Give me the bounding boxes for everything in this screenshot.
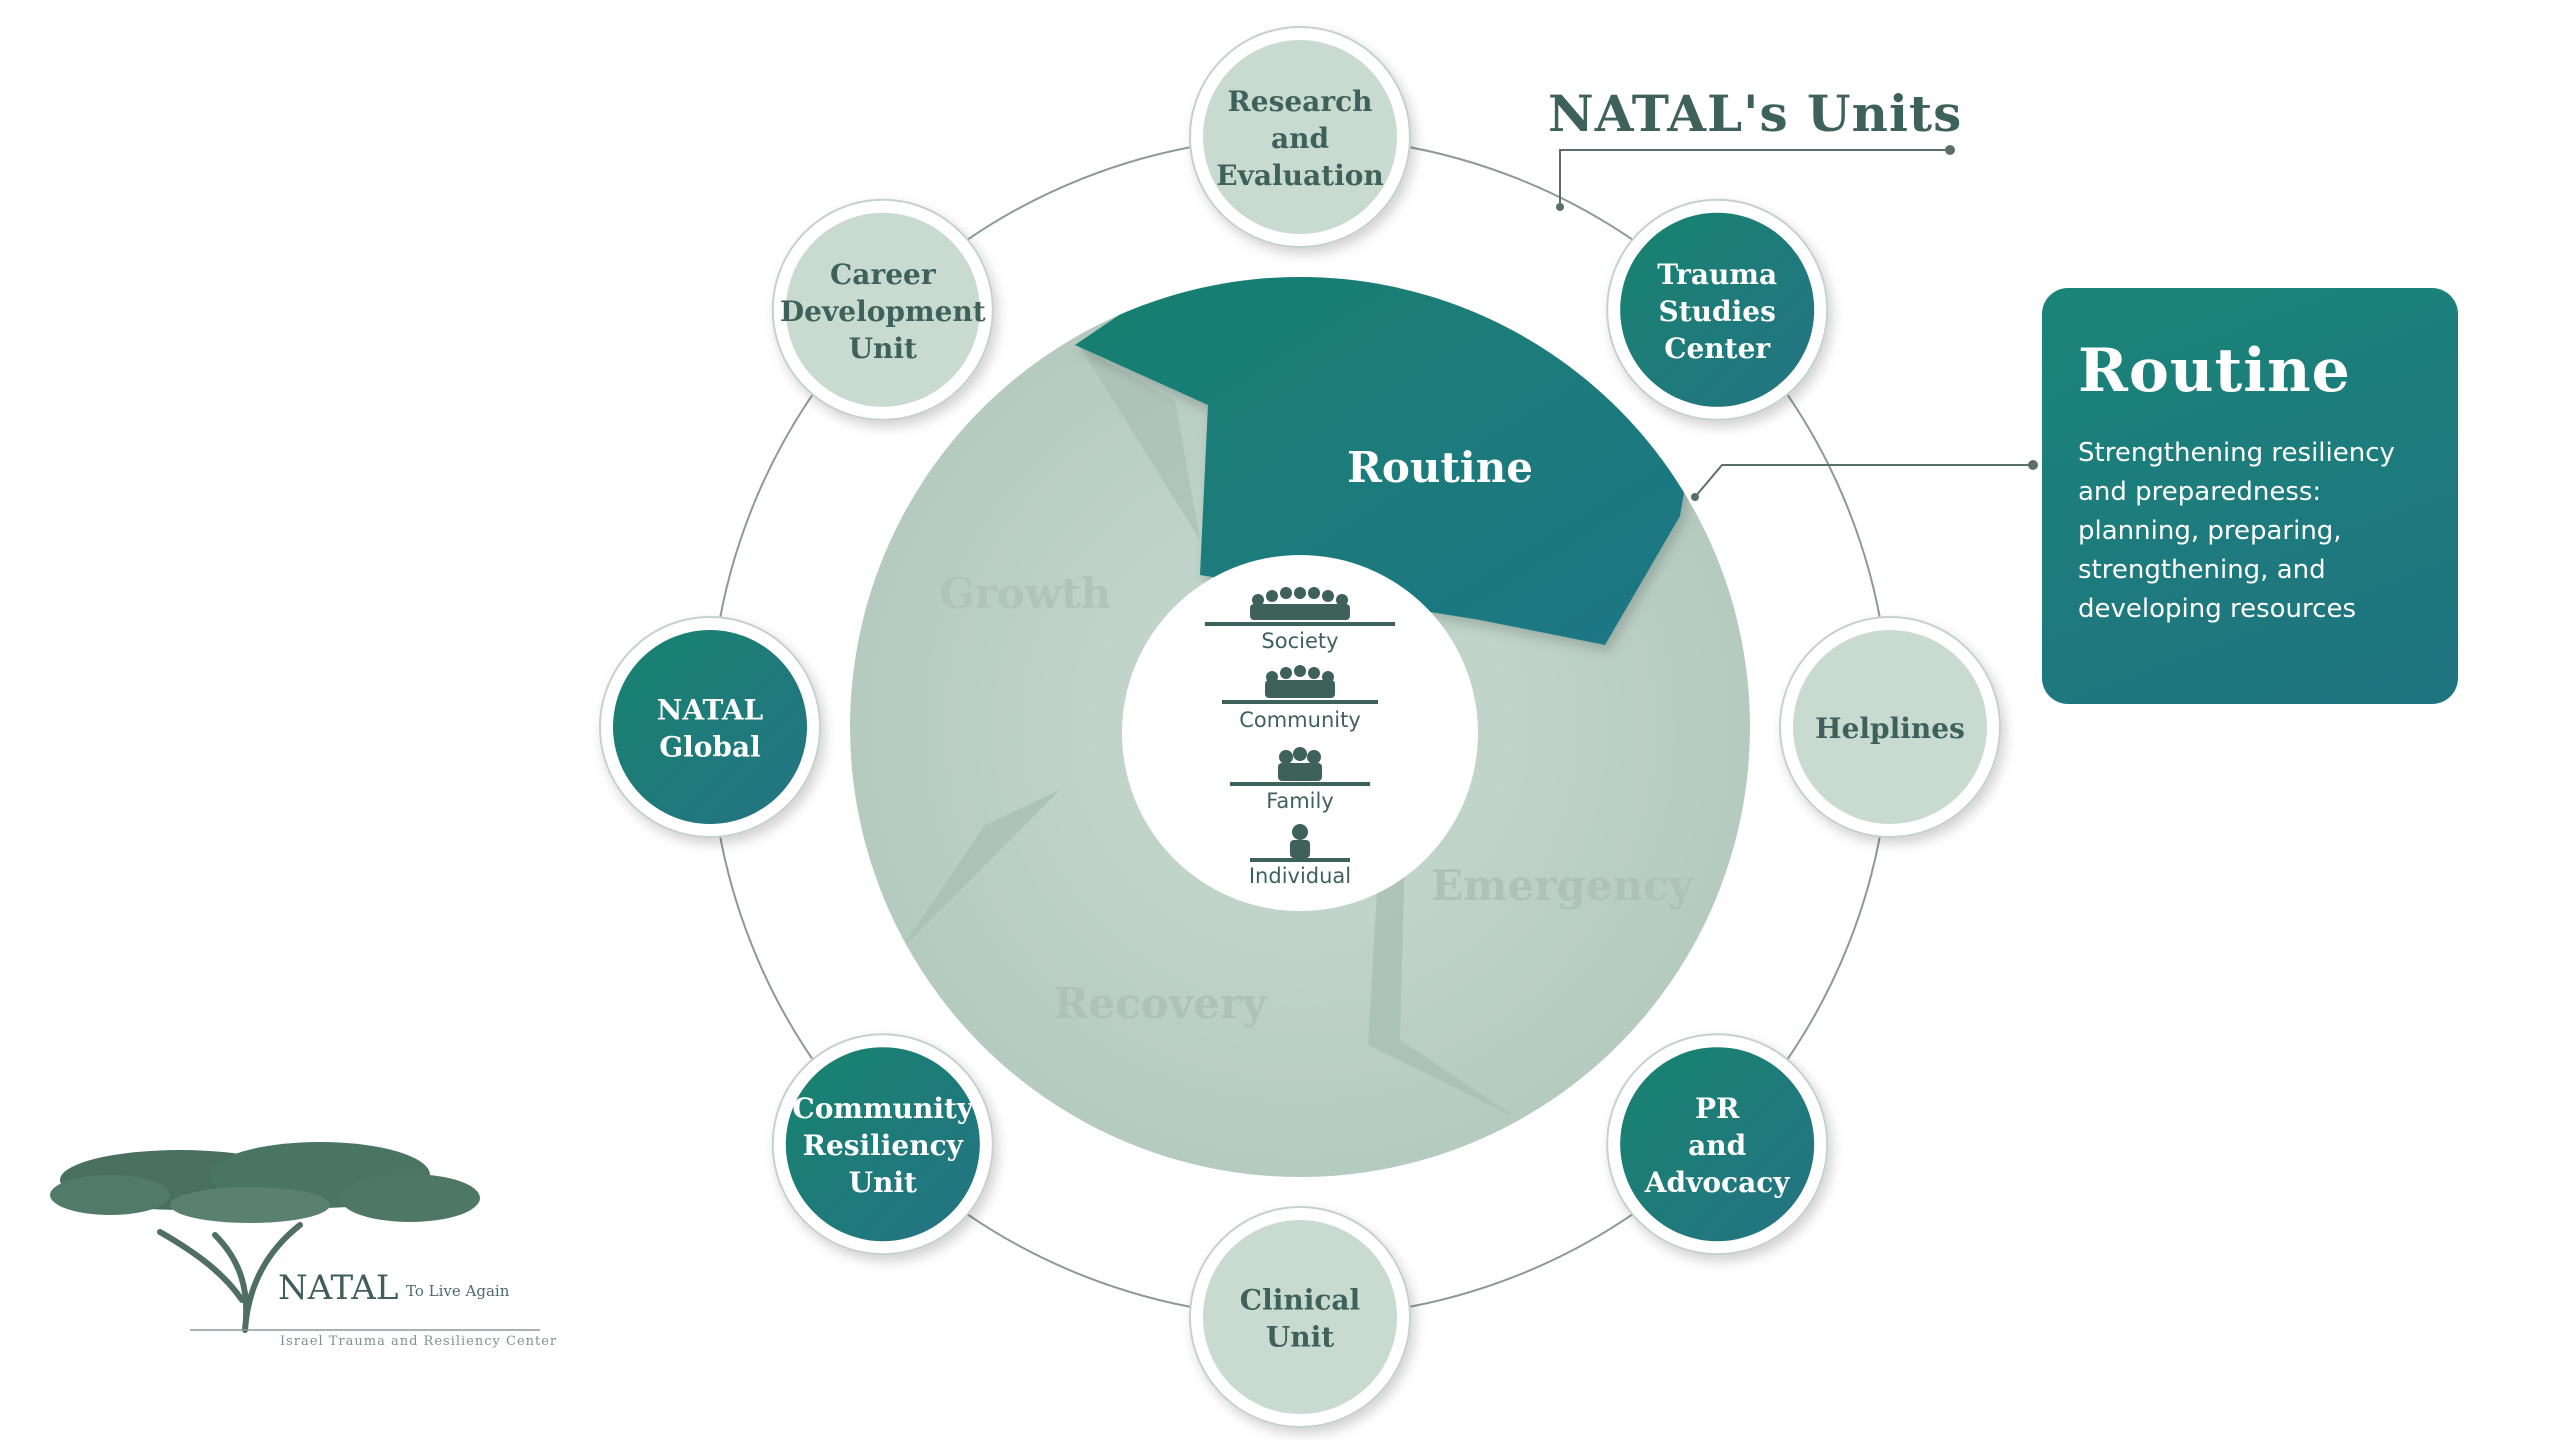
- individual-icon: [1250, 824, 1350, 862]
- unit-label-line: Community: [792, 1092, 974, 1125]
- levels-hub: [1122, 555, 1478, 911]
- unit-node-fill: [785, 1047, 980, 1242]
- connector-dot: [1691, 493, 1699, 501]
- info-card-text: Strengthening resiliency and preparednes…: [2078, 438, 2395, 624]
- phase-routine: Routine: [1347, 443, 1533, 492]
- natal-tree-logo: [50, 1142, 540, 1333]
- level-community: Community: [1239, 708, 1361, 732]
- unit-label-line: Evaluation: [1216, 159, 1384, 192]
- unit-label-line: Development: [780, 295, 986, 328]
- logo-subtitle: Israel Trauma and Resiliency Center: [280, 1334, 558, 1349]
- unit-label-line: Clinical: [1240, 1284, 1360, 1317]
- unit-label-line: Center: [1664, 332, 1771, 365]
- unit-label-line: PR: [1695, 1092, 1740, 1125]
- connector-dot: [1945, 145, 1955, 155]
- logo-name: NATAL: [278, 1268, 399, 1308]
- phase-growth: Growth: [939, 569, 1111, 618]
- unit-label-line: Resiliency: [803, 1129, 964, 1162]
- logo-tagline: To Live Again: [406, 1282, 510, 1300]
- routine-info-card: Routine Strengthening resiliency and pre…: [2042, 288, 2458, 704]
- community-icon: [1222, 665, 1378, 704]
- level-family: Family: [1266, 789, 1334, 813]
- unit-label-line: Advocacy: [1644, 1166, 1790, 1199]
- society-icon: [1205, 587, 1395, 626]
- family-icon: [1230, 747, 1370, 786]
- unit-node-fill: [1203, 1220, 1397, 1414]
- unit-label-line: Global: [659, 731, 761, 764]
- unit-node-fill: [1620, 212, 1815, 407]
- unit-label-line: Studies: [1659, 295, 1776, 328]
- unit-label-line: and: [1271, 122, 1329, 155]
- unit-label-line: and: [1688, 1129, 1746, 1162]
- unit-label-line: Career: [830, 258, 937, 291]
- unit-label-line: Unit: [1266, 1321, 1334, 1354]
- unit-node-natal-global[interactable]: NATAL Global: [599, 616, 821, 838]
- level-society: Society: [1261, 629, 1338, 653]
- unit-label-line: Helplines: [1815, 712, 1965, 745]
- connector-dot: [2028, 460, 2038, 470]
- unit-nodes: ResearchandEvaluationTraumaStudiesCenter…: [599, 26, 2001, 1428]
- routine-segment[interactable]: [1075, 260, 1700, 645]
- heading-connector: [1559, 149, 1950, 207]
- connector-dot: [1556, 203, 1564, 211]
- info-card-title: Routine: [2078, 336, 2351, 406]
- unit-label-line: Unit: [849, 332, 917, 365]
- unit-node-fill: [785, 212, 980, 407]
- level-icons: [1205, 587, 1395, 862]
- unit-node-fill: [1793, 630, 1987, 824]
- phase-recovery: Recovery: [1054, 979, 1268, 1028]
- unit-label-line: Research: [1228, 85, 1373, 118]
- unit-node-fill: [1203, 40, 1397, 234]
- unit-node-fill: [1620, 1047, 1815, 1242]
- segment-folds: [900, 347, 1520, 1120]
- unit-node-fill: [613, 630, 807, 824]
- unit-label-line: NATAL: [657, 694, 764, 727]
- unit-label-line: Trauma: [1657, 258, 1777, 291]
- phase-emergency: Emergency: [1431, 861, 1695, 910]
- level-individual: Individual: [1249, 864, 1351, 888]
- unit-node-helplines[interactable]: Helplines: [1779, 616, 2001, 838]
- units-heading: NATAL's Units: [1548, 84, 1963, 143]
- unit-label-line: Unit: [849, 1166, 917, 1199]
- routine-connector: [1694, 464, 2033, 498]
